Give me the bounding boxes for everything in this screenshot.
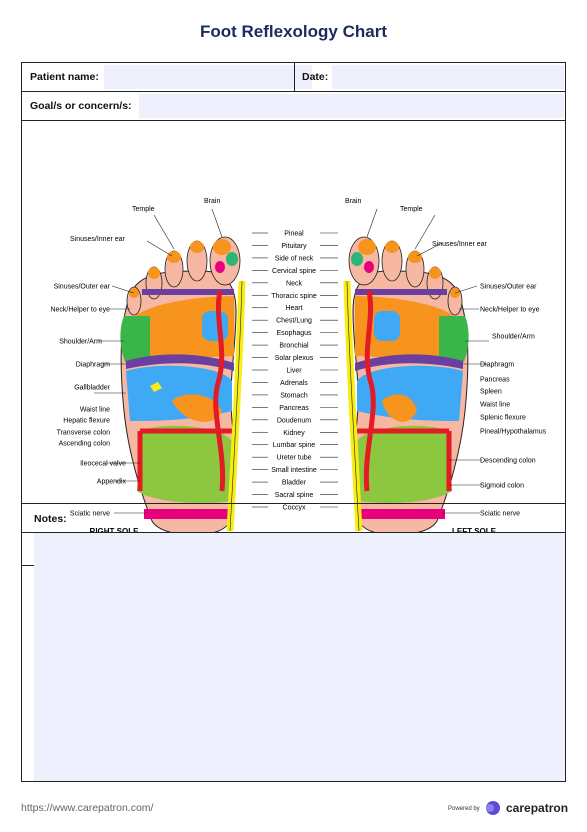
center-label-sacral-spine: Sacral spine (275, 492, 314, 499)
center-label-thoracic-spine: Thoracic spine (271, 293, 317, 300)
left-foot (343, 236, 469, 536)
footer-url[interactable]: https://www.carepatron.com/ (21, 802, 154, 814)
left-label-sciatic-nerve: Sciatic nerve (480, 511, 520, 518)
right-foot (120, 236, 246, 536)
center-leader-lines (252, 232, 338, 508)
leader-lines (94, 208, 489, 514)
center-label-liver: Liver (286, 368, 302, 375)
center-label-neck: Neck (286, 280, 302, 287)
center-label-heart: Heart (285, 305, 302, 312)
center-label-pituitary: Pituitary (281, 243, 307, 250)
notes-row: Notes: (22, 503, 565, 533)
center-label-ureter-tube: Ureter tube (276, 455, 311, 462)
patient-name-label: Patient name: (30, 71, 99, 83)
center-label-cervical-spine: Cervical spine (272, 268, 316, 275)
center-label-doudenum: Doudenum (277, 417, 311, 424)
center-label-coccyx: Coccyx (283, 505, 306, 512)
center-label-lumbar-spine: Lumbar spine (273, 442, 316, 449)
left-label-pancreas: Pancreas (480, 377, 510, 384)
center-label-adrenals: Adrenals (280, 380, 308, 387)
right-label-appendix: Appendix (97, 479, 127, 486)
carepatron-brand: carepatron (506, 801, 569, 815)
brain-label-right: Brain (204, 198, 220, 205)
center-label-side-of-neck: Side of neck (275, 255, 314, 262)
center-label-esophagus: Esophagus (276, 330, 312, 337)
left-label-descending-colon: Descending colon (480, 458, 536, 465)
center-label-solar-plexus: Solar plexus (275, 355, 314, 362)
left-label-neck-helper-to-eye: Neck/Helper to eye (480, 307, 540, 314)
center-label-bronchial: Bronchial (279, 343, 309, 350)
center-label-pineal: Pineal (284, 231, 304, 238)
powered-by-text: Powered by (448, 806, 480, 812)
goals-field[interactable] (139, 94, 564, 118)
foot-diagram: Brain Temple Sinuses/Inner ear Brain Tem… (50, 198, 547, 536)
left-label-pineal-hypothalamus: Pineal/Hypothalamus (480, 429, 547, 436)
left-label-diaphragm: Diaphragm (480, 362, 514, 369)
right-sole-caption: RIGHT SOLE (90, 527, 140, 536)
goals-row: Goal/s or concern/s: (22, 92, 565, 121)
left-sole-caption: LEFT SOLE (452, 527, 497, 536)
temple-label-right: Temple (132, 206, 155, 213)
right-label-sciatic-nerve: Sciatic nerve (70, 511, 110, 518)
page-title: Foot Reflexology Chart (199, 22, 387, 41)
center-label-chest-lung: Chest/Lung (276, 318, 312, 325)
left-label-spleen: Spleen (480, 389, 502, 396)
patient-name-field[interactable] (104, 65, 312, 89)
right-label-hepatic-flexure: Hepatic flexure (63, 418, 110, 425)
reflexology-form: Patient name: Date: Goal/s or concern/s: (21, 62, 566, 782)
right-label-neck-helper-to-eye: Neck/Helper to eye (50, 307, 110, 314)
date-label: Date: (302, 71, 329, 83)
notes-label: Notes: (34, 513, 67, 525)
right-label-ascending-colon: Ascending colon (59, 441, 110, 448)
left-label-waist-line: Waist line (480, 402, 510, 409)
center-label-small-intestine: Small intestine (271, 467, 317, 474)
right-label-shoulder-arm: Shoulder/Arm (59, 339, 102, 346)
right-label-diaphragm: Diaphragm (76, 362, 110, 369)
left-label-shoulder-arm: Shoulder/Arm (492, 334, 535, 341)
center-label-pancreas: Pancreas (279, 405, 309, 412)
sinuses-inner-ear-label-left: Sinuses/Inner ear (432, 241, 488, 248)
right-label-gallbladder: Gallbladder (74, 385, 110, 392)
right-label-sinuses-outer-ear: Sinuses/Outer ear (54, 284, 111, 291)
left-label-sigmoid-colon: Sigmoid colon (480, 483, 524, 490)
left-label-sinuses-outer-ear: Sinuses/Outer ear (480, 284, 537, 291)
carepatron-logo-icon (486, 801, 500, 815)
row-divider (294, 63, 295, 92)
right-label-waist-line: Waist line (80, 407, 110, 414)
left-label-splenic-flexure: Splenic flexure (480, 415, 526, 422)
goals-label: Goal/s or concern/s: (30, 100, 132, 112)
center-label-kidney: Kidney (283, 430, 305, 437)
brain-label-left: Brain (345, 198, 361, 205)
center-label-stomach: Stomach (280, 392, 308, 399)
sinuses-inner-ear-label-right: Sinuses/Inner ear (70, 236, 126, 243)
patient-date-row: Patient name: Date: (22, 63, 565, 92)
date-field[interactable] (332, 65, 564, 89)
right-label-ileocecal-valve: Ileocecal valve (80, 461, 126, 468)
reflexology-chart: Brain Temple Sinuses/Inner ear Brain Tem… (22, 121, 565, 566)
notes-field[interactable] (34, 533, 565, 781)
temple-label-left: Temple (400, 206, 423, 213)
right-label-transverse-colon: Transverse colon (57, 430, 111, 437)
center-label-bladder: Bladder (282, 480, 307, 487)
